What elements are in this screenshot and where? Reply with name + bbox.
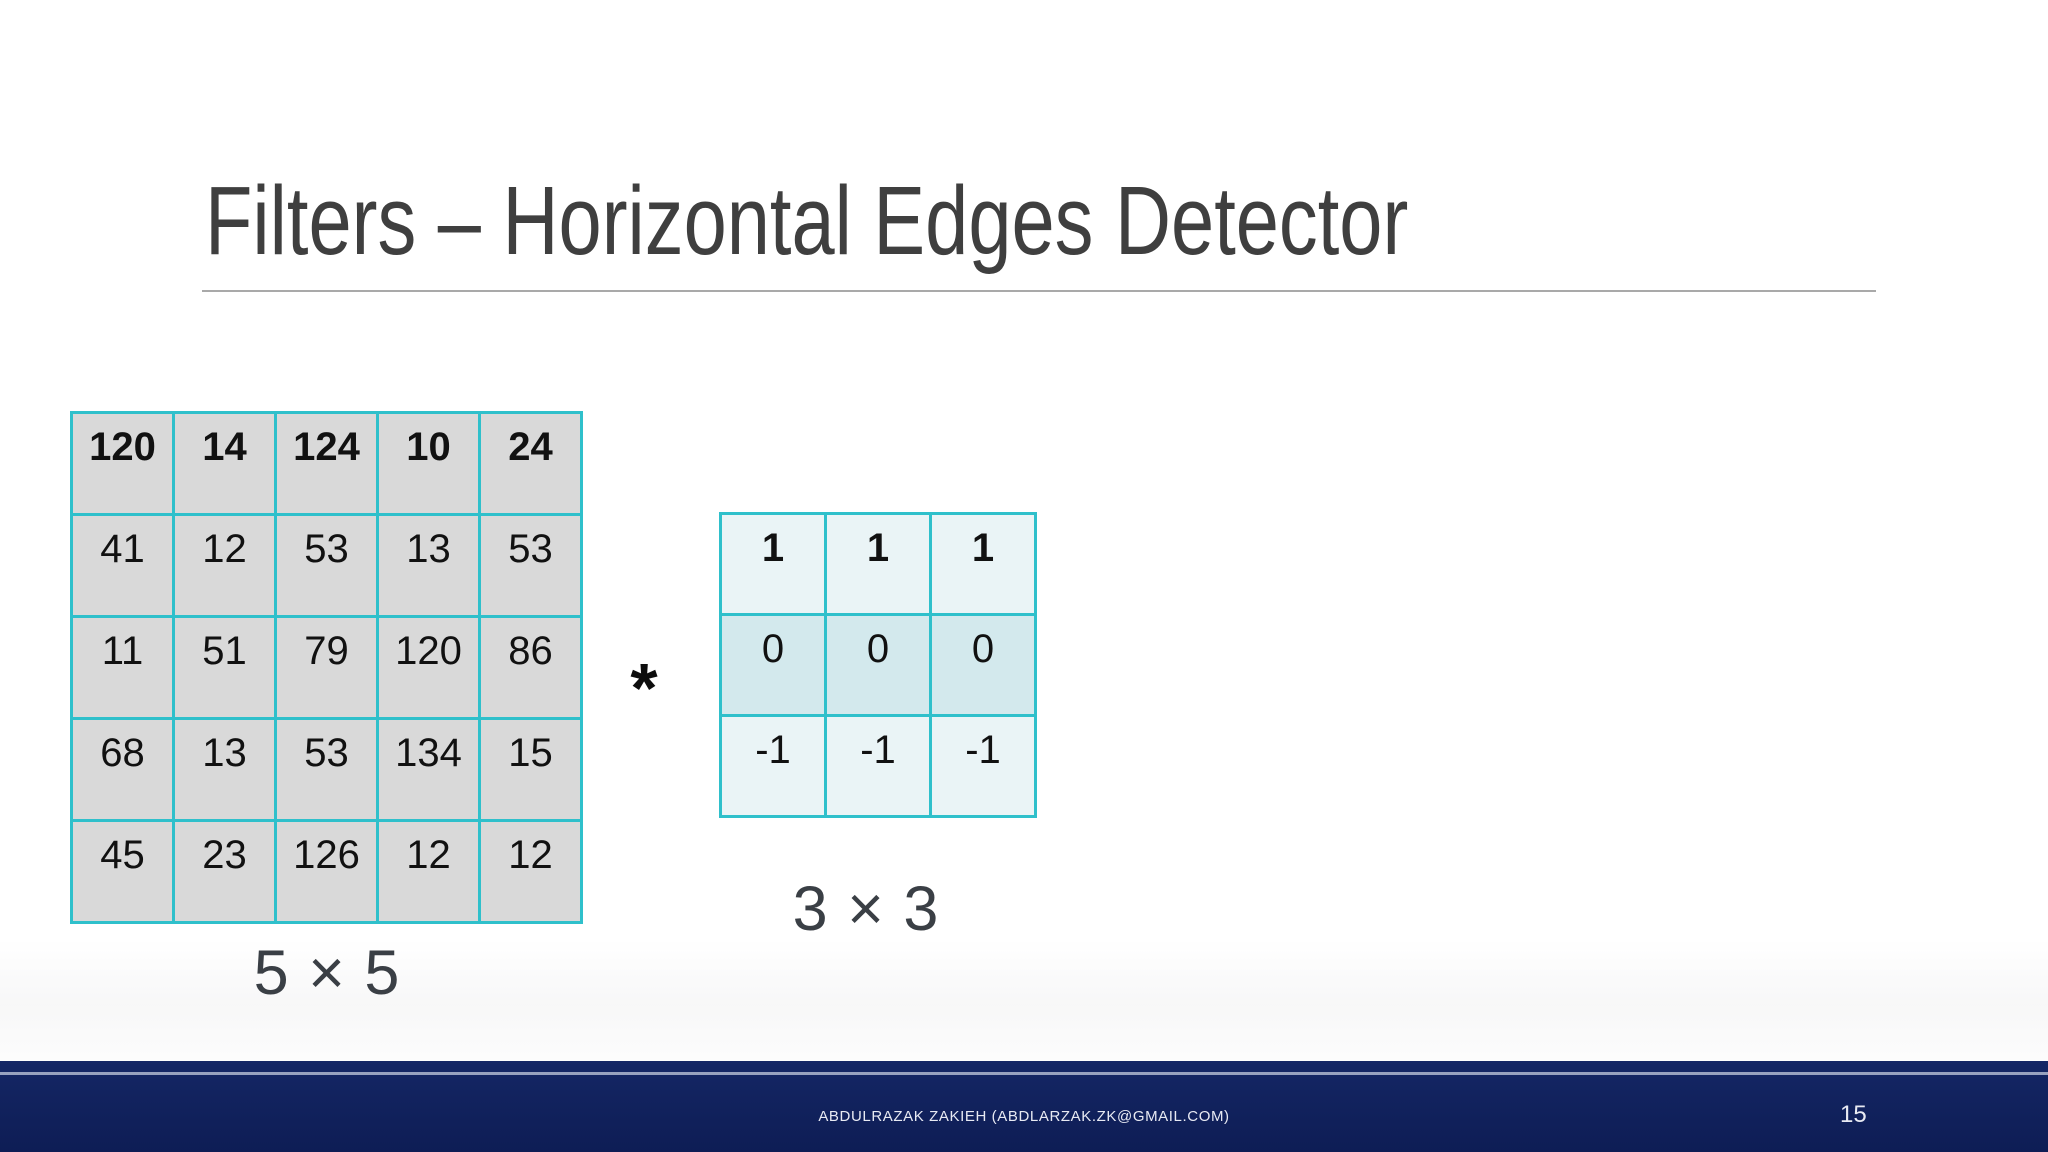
footer-attribution: ABDULRAZAK ZAKIEH (ABDLARZAK.ZK@GMAIL.CO… xyxy=(818,1108,1230,1125)
matrix-cell: 12 xyxy=(478,819,583,924)
matrix-5x5-size-label: 5 × 5 xyxy=(253,938,401,1008)
matrix-cell: 79 xyxy=(274,615,379,720)
kernel-cell: -1 xyxy=(824,714,932,818)
matrix-cell: 41 xyxy=(70,513,175,618)
kernel-cell: -1 xyxy=(929,714,1037,818)
matrix-cell: 51 xyxy=(172,615,277,720)
matrix-cell: 15 xyxy=(478,717,583,822)
kernel-cell: 1 xyxy=(824,512,932,616)
matrix-cell: 120 xyxy=(376,615,481,720)
matrix-cell: 24 xyxy=(478,411,583,516)
matrix-cell: 68 xyxy=(70,717,175,822)
matrix-cell: 120 xyxy=(70,411,175,516)
footer-bar: ABDULRAZAK ZAKIEH (ABDLARZAK.ZK@GMAIL.CO… xyxy=(0,1061,2048,1152)
matrix-cell: 86 xyxy=(478,615,583,720)
kernel-cell: 1 xyxy=(929,512,1037,616)
slide-title: Filters – Horizontal Edges Detector xyxy=(205,166,1409,275)
page-number: 15 xyxy=(1840,1101,1867,1128)
kernel-cell: 0 xyxy=(929,613,1037,717)
matrix-cell: 12 xyxy=(376,819,481,924)
kernel-cell: -1 xyxy=(719,714,827,818)
matrix-cell: 10 xyxy=(376,411,481,516)
matrix-cell: 11 xyxy=(70,615,175,720)
matrix-cell: 13 xyxy=(172,717,277,822)
matrix-cell: 134 xyxy=(376,717,481,822)
kernel-cell: 0 xyxy=(719,613,827,717)
matrix-cell: 124 xyxy=(274,411,379,516)
kernel-cell: 0 xyxy=(824,613,932,717)
kernel-cell: 1 xyxy=(719,512,827,616)
matrix-cell: 53 xyxy=(274,513,379,618)
matrix-cell: 13 xyxy=(376,513,481,618)
matrix-cell: 53 xyxy=(478,513,583,618)
matrix-cell: 53 xyxy=(274,717,379,822)
matrix-cell: 14 xyxy=(172,411,277,516)
matrix-row: -1-1-1 xyxy=(719,714,1037,818)
matrix-cell: 45 xyxy=(70,819,175,924)
matrix-cell: 126 xyxy=(274,819,379,924)
matrix-cell: 12 xyxy=(172,513,277,618)
kernel-3x3-size-label: 3 × 3 xyxy=(792,874,940,944)
footer-divider-line xyxy=(0,1072,2048,1075)
convolution-operator: * xyxy=(630,649,658,727)
matrix-cell: 23 xyxy=(172,819,277,924)
title-underline xyxy=(202,290,1876,292)
